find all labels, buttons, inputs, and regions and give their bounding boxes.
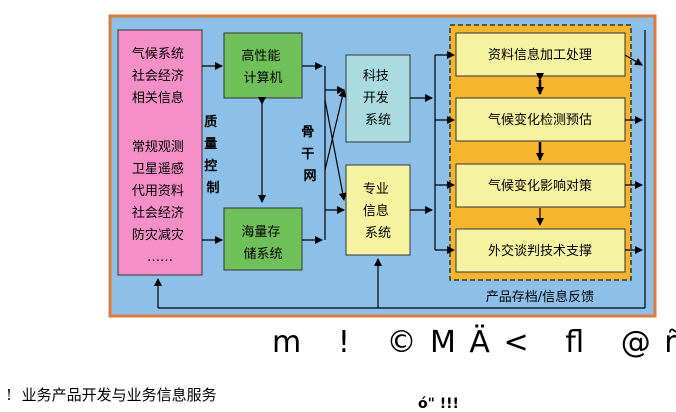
feedback-label: 产品存档/信息反馈 [486, 289, 594, 305]
compute-text: 高性能 计算机 [241, 48, 284, 86]
product-label-3: 气候变化影响对策 [488, 178, 592, 194]
compute-box [223, 32, 303, 99]
arrow-backbone-science-b [324, 89, 347, 171]
quality-control-label: 质 量 控 制 [204, 114, 222, 196]
product-label-4: 外交谈判技术支撑 [488, 243, 592, 259]
product-box-4 [455, 228, 626, 273]
arrow-p1-right [624, 54, 643, 66]
professional-system-text: 专业 信息 系统 [363, 182, 393, 241]
flow-diagram: 气候系统 社会经济 相关信息 常规观测 卫星遥感 代用资料 社会经济 防灾减灾 … [108, 14, 657, 318]
professional-system-box [345, 164, 411, 256]
product-box-3 [455, 163, 626, 208]
section-heading: ! 业务产品开发与业务信息服务 [6, 386, 217, 404]
storage-text: 海量存 储系统 [241, 225, 284, 262]
product-label-1: 资料信息加工处理 [488, 47, 592, 63]
left-source-text: 气候系统 社会经济 相关信息 常规观测 卫星遥感 代用资料 社会经济 防灾减灾 … [132, 46, 188, 265]
product-label-2: 气候变化检测预估 [488, 112, 592, 128]
left-source-box [117, 29, 203, 276]
product-box-2 [455, 97, 626, 142]
backbone-label: 骨 干 网 [301, 125, 319, 184]
arrow-backbone-prof-a [324, 99, 347, 201]
connectors [154, 30, 646, 309]
garbled-bottom-text: ó" !!! [418, 396, 464, 412]
product-box-1 [455, 32, 626, 77]
garbled-symbol-line: m ! © M Ä < ﬂ @ ñ [272, 325, 676, 360]
science-system-text: 科技 开发 系统 [363, 69, 393, 128]
storage-box [223, 207, 303, 271]
